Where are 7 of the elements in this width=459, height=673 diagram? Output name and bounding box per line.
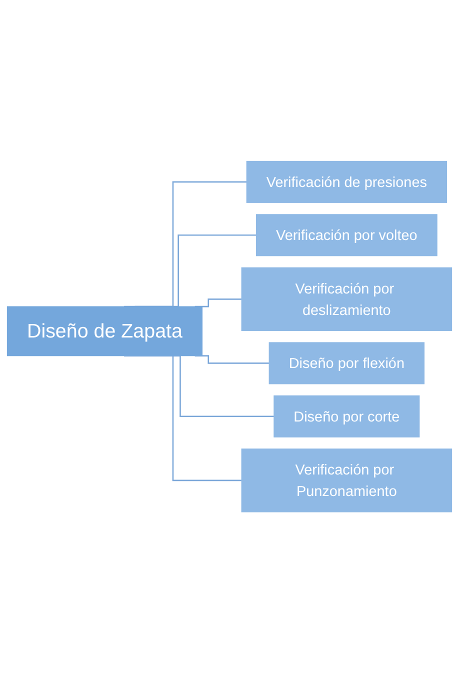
node-box: Verificación por deslizamiento xyxy=(241,267,452,331)
node-box: Diseño de Zapata xyxy=(6,306,203,356)
node-box: Diseño por corte xyxy=(274,395,420,438)
node-box: Diseño por flexión xyxy=(268,342,425,384)
node-box: Verificación de presiones xyxy=(246,160,447,203)
node-box: Verificación por Punzonamiento xyxy=(241,448,452,512)
node-box: Verificación por volteo xyxy=(256,214,438,256)
